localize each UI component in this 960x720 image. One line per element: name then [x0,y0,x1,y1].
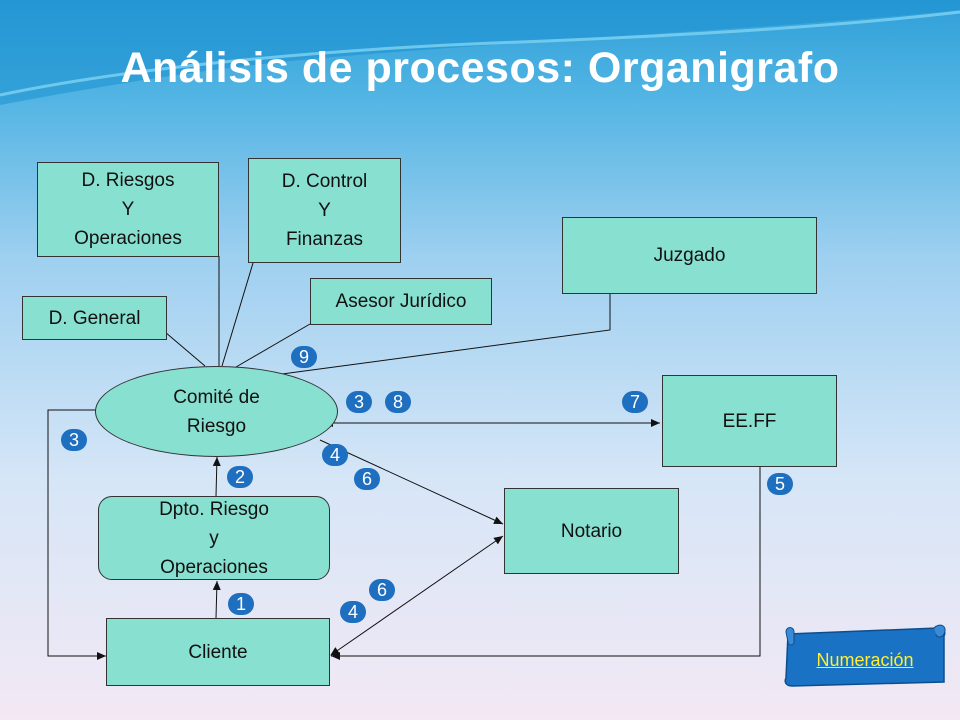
node-juzgado: Juzgado [562,217,817,294]
node-notario: Notario [504,488,679,574]
step-badge-7: 7 [622,391,648,413]
node-cliente-label: Cliente [188,641,248,663]
step-badge-6: 6 [354,468,380,490]
node-asesor-label: Asesor Jurídico [335,291,467,312]
node-dpto-line1: Dpto. Riesgo [159,498,269,520]
node-d-riesgos: D. Riesgos Y Operaciones [37,162,219,257]
step-badge-5: 5 [767,473,793,495]
node-d-control-line1: D. Control [281,171,368,192]
scroll-shape [784,624,946,687]
node-notario-label: Notario [560,520,623,542]
arrow-eeff-cliente [331,466,761,660]
arrow-comite-juzgado [281,276,614,375]
header-wave [0,0,960,105]
node-comite-line1: Comité de [173,386,260,408]
arrow-dpto-comite [212,456,221,497]
node-d-riesgos-line2: Y [121,199,135,220]
node-d-riesgos-line1: D. Riesgos [81,170,175,191]
node-d-general-label: D. General [48,307,141,329]
node-dpto-line2: y [209,527,219,549]
step-badge-6-cliente: 6 [369,579,395,601]
node-dpto-line3: Operaciones [160,556,268,578]
link-general-comite [164,331,206,367]
arrow-comite-cliente [47,409,106,660]
link-control-comite [221,262,254,367]
numeracion-link[interactable]: Numeración [816,650,914,670]
slide-title: Análisis de procesos: Organigrafo [120,44,840,92]
step-badge-2: 2 [227,466,253,488]
numeracion-scroll-button[interactable]: Numeración [780,622,948,688]
node-d-control-line2: Y [318,200,331,221]
node-dpto-riesgo: Dpto. Riesgo y Operaciones [98,496,330,580]
step-badge-9: 9 [291,346,317,368]
step-badge-3: 3 [346,391,372,413]
step-badge-1: 1 [228,593,254,615]
link-asesor-comite [235,323,311,368]
step-badge-3-loop: 3 [61,429,87,451]
node-d-control: D. Control Y Finanzas [248,158,401,263]
arrow-comite-notario [319,439,504,525]
node-eeff: EE.FF [662,375,837,467]
node-asesor-juridico: Asesor Jurídico [310,278,492,325]
node-comite-line2: Riesgo [186,415,247,437]
node-cliente: Cliente [106,618,330,686]
step-badge-8: 8 [385,391,411,413]
arrow-cliente-dpto [212,580,221,619]
node-d-control-line3: Finanzas [285,229,364,250]
node-d-general: D. General [22,296,167,340]
arrow-cliente-notario [330,535,504,656]
node-juzgado-label: Juzgado [653,245,726,266]
step-badge-4-cliente: 4 [340,601,366,623]
node-eeff-label: EE.FF [722,410,777,432]
step-badge-4: 4 [322,444,348,466]
node-comite-riesgo: Comité de Riesgo [95,366,338,457]
node-d-riesgos-line3: Operaciones [74,228,182,249]
